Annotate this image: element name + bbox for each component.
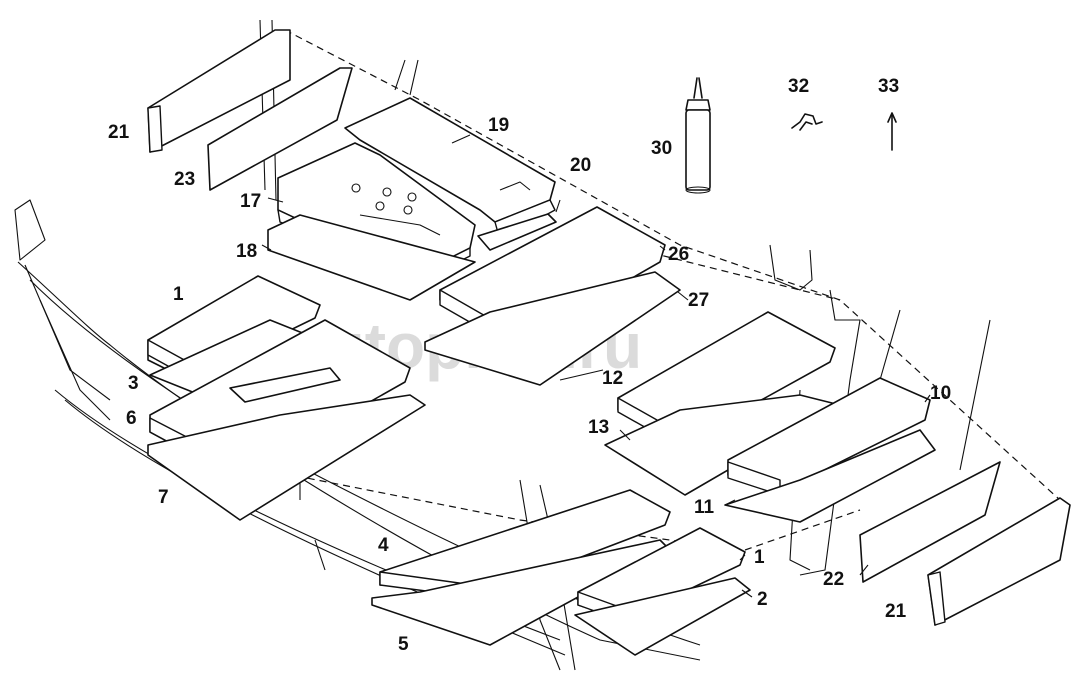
callout-6: 6 [126,408,137,429]
part-10-mat-right[interactable] [727,377,931,496]
callout-19: 19 [488,115,509,136]
part-21-panel-right[interactable] [927,497,1071,626]
part-20-strip[interactable] [477,213,557,251]
part-33-pin[interactable] [887,112,897,151]
callout-7: 7 [158,487,169,508]
part-11-underlay-right[interactable] [724,429,936,523]
callout-32: 32 [788,76,809,97]
leader-lines [261,197,931,598]
callout-23: 23 [174,169,195,190]
callout-18: 18 [236,241,257,262]
part-2-underlay-right[interactable] [574,577,751,656]
callout-21-top: 21 [108,122,130,143]
callout-1-left: 1 [173,284,184,305]
callout-21-right: 21 [885,601,907,622]
callout-5: 5 [398,634,409,655]
callout-11: 11 [694,497,715,518]
part-18-underlay[interactable] [267,214,476,301]
callout-12: 12 [602,368,623,389]
part-13-underlay[interactable] [604,394,841,496]
part-30-sealant-tube[interactable] [685,77,711,194]
part-22-panel-right[interactable] [859,461,1001,583]
callout-4: 4 [378,535,389,556]
callout-17: 17 [240,191,261,212]
callout-labels: 21 23 19 20 30 32 33 17 18 26 27 1 3 6 7… [108,76,951,655]
part-23-panel[interactable] [207,67,353,191]
callout-30: 30 [651,138,672,159]
part-21-panel-left[interactable] [147,29,291,153]
part-27-underlay[interactable] [424,271,681,386]
callout-1-right: 1 [754,547,765,568]
callout-20: 20 [570,155,591,176]
callout-10: 10 [930,383,951,404]
callout-27: 27 [688,290,709,311]
callout-3: 3 [128,373,139,394]
part-32-clip[interactable] [791,113,823,131]
part-7-underlay-center-left[interactable] [147,394,426,521]
callout-2: 2 [757,589,768,610]
callout-13: 13 [588,417,609,438]
callout-22: 22 [823,569,844,590]
callout-33: 33 [878,76,899,97]
callout-26: 26 [668,244,689,265]
